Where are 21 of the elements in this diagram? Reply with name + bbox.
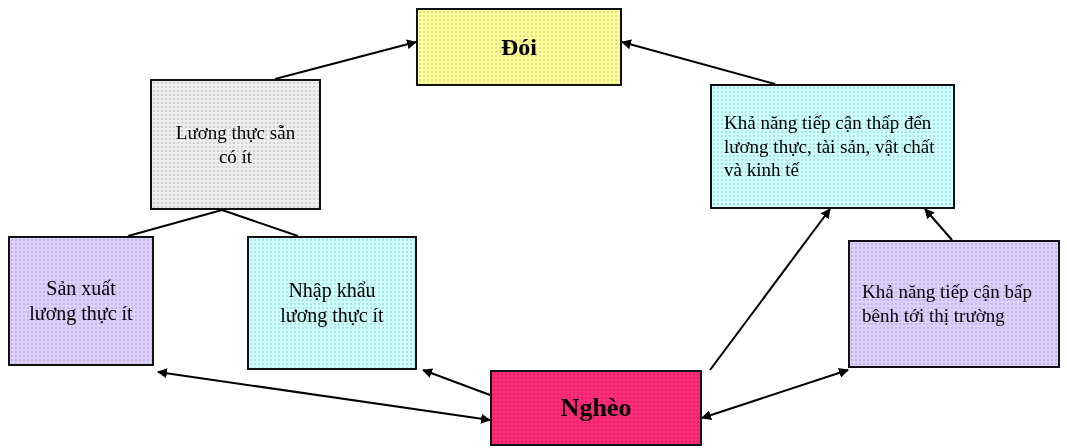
box-label: Đói — [501, 33, 537, 62]
arrow — [621, 39, 776, 85]
arrow — [924, 208, 953, 241]
box-label: Lương thực sẵn có ít — [174, 120, 297, 169]
process-box — [848, 240, 1060, 368]
arrow — [701, 368, 849, 420]
process-box — [247, 236, 417, 370]
process-box — [416, 8, 622, 86]
arrow — [709, 208, 831, 371]
box-label: Khả năng tiếp cận thấp đến lương thực, tài sản, vật chất và kinh tế — [724, 110, 936, 183]
process-box — [8, 236, 154, 366]
arrow — [274, 39, 417, 80]
box-label: Khả năng tiếp cận bấp bênh tới thị trường — [862, 280, 1033, 328]
box-label: Sản xuất lương thực ít — [28, 276, 134, 326]
process-box — [490, 370, 702, 446]
box-label: Nhập khẩu lương thực ít — [279, 278, 385, 328]
box-label: Nghèo — [560, 391, 632, 424]
process-box — [710, 84, 955, 209]
arrow — [422, 368, 491, 396]
arrow — [157, 368, 491, 424]
process-box — [150, 79, 321, 210]
